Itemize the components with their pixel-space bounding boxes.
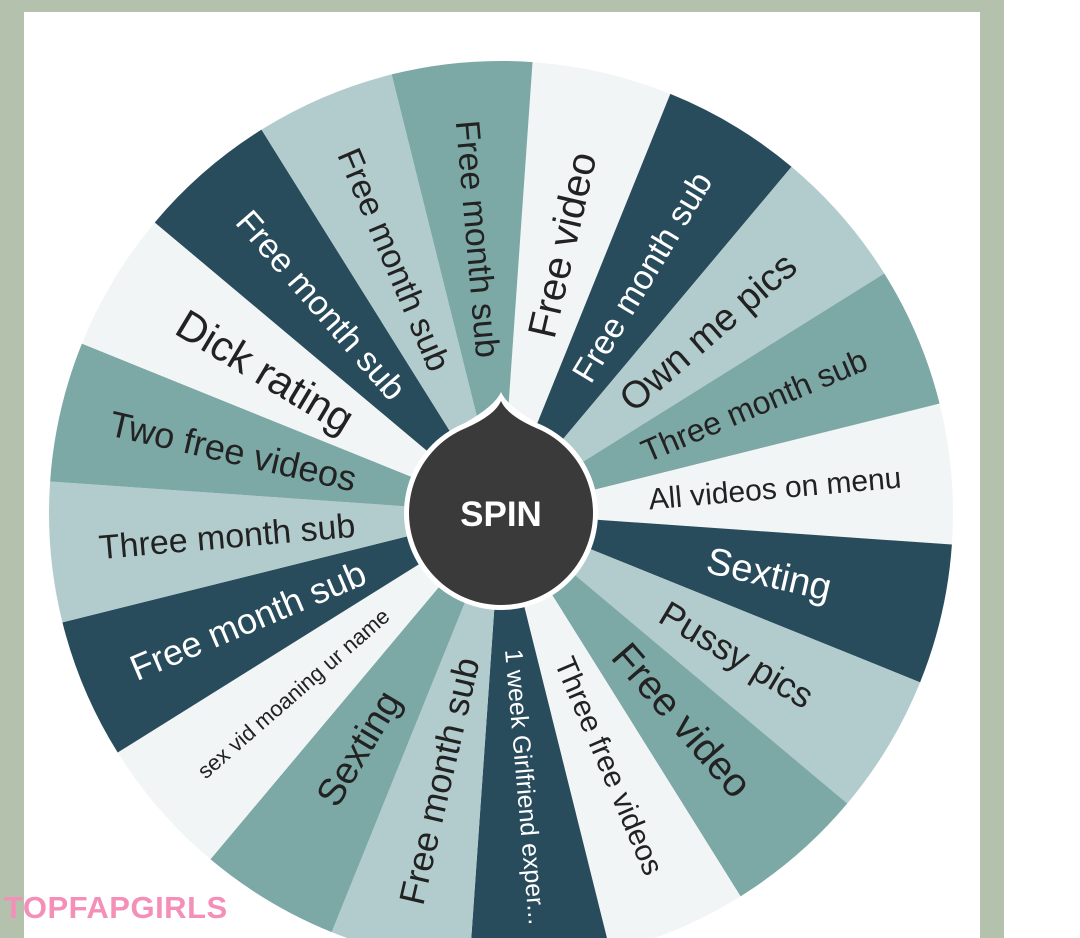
wheel-segments [48,60,953,938]
wheel-segment [154,129,501,514]
wheel-segment [501,166,885,513]
spin-button[interactable]: SPIN [404,392,598,610]
wheel-segment [501,93,792,513]
frame-top-border [0,0,1004,12]
wheel-segment [501,513,952,683]
wheel-segment [48,481,501,623]
wheel-segment [501,513,848,897]
wheel-segment [501,273,940,513]
wheel-segment [261,74,501,513]
wheel-segment [331,513,501,938]
wheel-segment [81,222,501,513]
spin-button-label[interactable]: SPIN [460,495,542,534]
wheel-segment [62,513,501,753]
frame-left-border [0,0,24,938]
frame-right-border [980,0,1004,938]
wheel-segment [501,403,953,545]
wheel-segment [501,513,921,804]
pointer-icon [409,401,593,606]
wheel-segment [501,62,671,514]
wheel-segment [210,513,501,933]
watermark-logo: TOPFAPGIRLS [4,890,228,925]
wheel-segment [117,513,502,860]
wheel-segment [471,513,607,938]
wheel-segment [501,513,741,938]
wheel-segment [50,343,502,513]
